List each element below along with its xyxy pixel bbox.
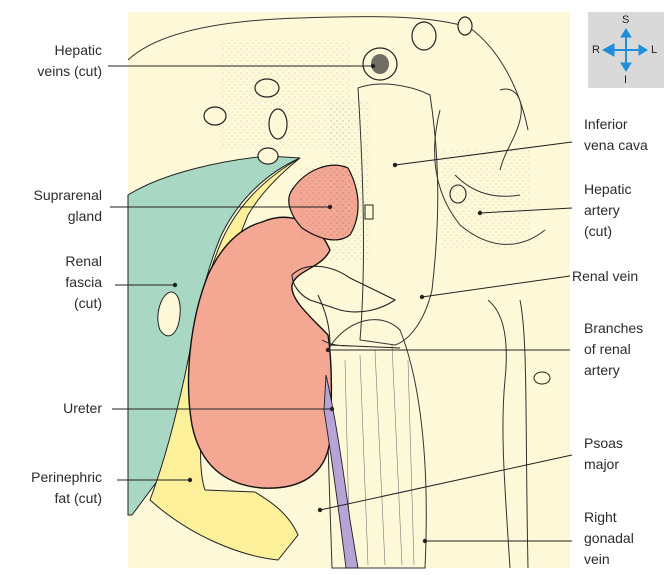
dot-renal-fascia (173, 283, 177, 287)
small-vessel-cut (534, 372, 550, 384)
dot-renal-artery (326, 348, 330, 352)
hepatic-vein-6 (258, 148, 278, 164)
label-ureter: Ureter (63, 398, 102, 419)
compass-left: L (651, 44, 657, 56)
hepatic-vein-5 (269, 109, 287, 139)
dot-suprarenal (328, 205, 332, 209)
dot-renal-vein (420, 295, 424, 299)
hepatic-vein-4 (204, 107, 226, 125)
compass-superior: S (622, 14, 629, 26)
hepatic-vein-2 (412, 22, 436, 50)
orientation-compass: S I R L (588, 12, 664, 88)
compass-right: R (592, 44, 600, 56)
dot-hepatic-veins (371, 64, 375, 68)
label-perinephric-fat: Perinephric fat (cut) (31, 467, 102, 509)
label-hepatic-artery: Hepatic artery (cut) (584, 179, 631, 242)
label-branches-renal-artery: Branches of renal artery (584, 318, 643, 381)
suprarenal-cut-vessel (365, 205, 373, 219)
label-right-gonadal-vein: Right gonadal vein (584, 507, 634, 570)
dot-hepatic-artery (478, 211, 482, 215)
dot-psoas (318, 508, 322, 512)
hepatic-stipple (440, 150, 530, 250)
label-psoas-major: Psoas major (584, 433, 623, 475)
hepatic-vein-3 (255, 79, 279, 97)
label-renal-fascia: Renal fascia (cut) (65, 251, 102, 314)
label-hepatic-veins: Hepatic veins (cut) (37, 40, 102, 82)
label-renal-vein: Renal vein (572, 266, 638, 287)
dot-gonadal-vein (423, 539, 427, 543)
label-inferior-vena-cava: Inferior vena cava (584, 114, 648, 156)
label-suprarenal-gland: Suprarenal gland (34, 185, 103, 227)
dot-ivc (393, 163, 397, 167)
hepatic-vein-7 (458, 17, 472, 35)
dot-perinephric-fat (188, 478, 192, 482)
dot-ureter (330, 407, 334, 411)
compass-inferior: I (624, 74, 627, 86)
